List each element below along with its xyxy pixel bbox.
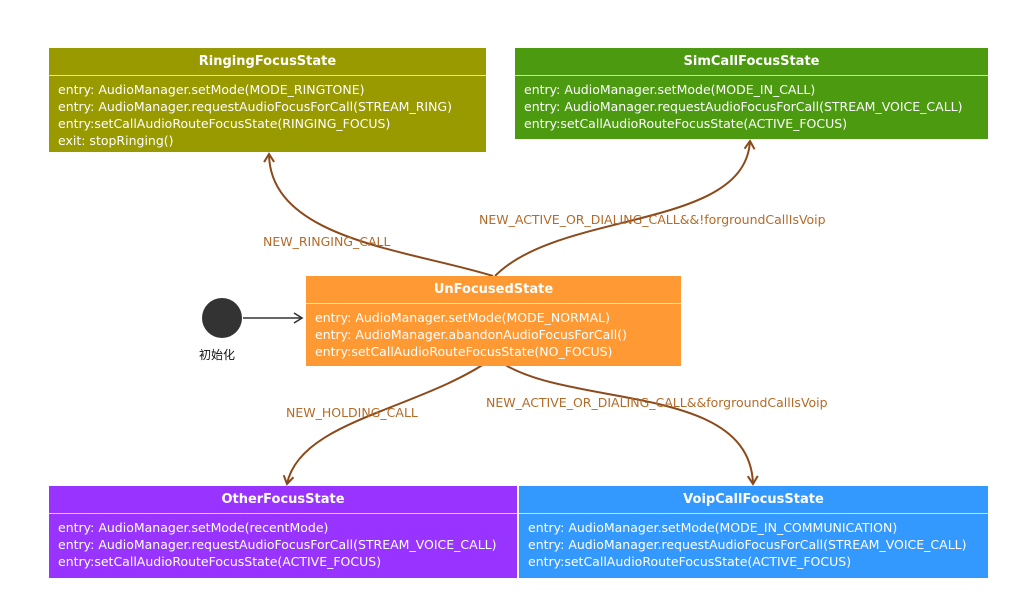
transition-label-simcall: NEW_ACTIVE_OR_DIALING_CALL&&!forgroundCa… — [479, 212, 826, 227]
initial-state-node — [202, 298, 242, 338]
transition-label-ringing: NEW_RINGING_CALL — [263, 234, 391, 249]
action-line: entry:setCallAudioRouteFocusState(RINGIN… — [58, 116, 391, 131]
state-other-focus: OtherFocusState entry: AudioManager.setM… — [49, 486, 517, 578]
action-line: entry: AudioManager.requestAudioFocusFor… — [58, 537, 497, 552]
action-line: entry: AudioManager.setMode(recentMode) — [58, 520, 329, 535]
state-title: OtherFocusState — [49, 486, 517, 514]
state-title: SimCallFocusState — [515, 48, 988, 76]
initial-state-label: 初始化 — [199, 348, 236, 362]
state-simcall-focus: SimCallFocusState entry: AudioManager.se… — [515, 48, 988, 139]
arrow-to-voip — [494, 357, 759, 486]
state-actions: entry: AudioManager.setMode(MODE_RINGTON… — [49, 76, 486, 149]
state-title: UnFocusedState — [306, 276, 681, 304]
action-line: entry:setCallAudioRouteFocusState(ACTIVE… — [58, 554, 382, 569]
action-line: entry:setCallAudioRouteFocusState(ACTIVE… — [524, 116, 848, 131]
action-line: entry: AudioManager.abandonAudioFocusFor… — [315, 327, 627, 342]
state-ringing-focus: RingingFocusState entry: AudioManager.se… — [49, 48, 486, 152]
state-actions: entry: AudioManager.setMode(MODE_NORMAL)… — [306, 304, 681, 360]
action-line: entry: AudioManager.requestAudioFocusFor… — [528, 537, 967, 552]
action-line: exit: stopRinging() — [58, 133, 174, 148]
state-unfocused: UnFocusedState entry: AudioManager.setMo… — [306, 276, 681, 366]
action-line: entry: AudioManager.setMode(MODE_RINGTON… — [58, 82, 365, 97]
state-voip-focus: VoipCallFocusState entry: AudioManager.s… — [519, 486, 988, 578]
action-line: entry:setCallAudioRouteFocusState(NO_FOC… — [315, 344, 613, 359]
arrow-to-simcall — [494, 139, 756, 277]
transition-label-holding: NEW_HOLDING_CALL — [286, 405, 418, 420]
state-actions: entry: AudioManager.setMode(recentMode) … — [49, 514, 517, 570]
arrow-to-other — [282, 357, 494, 486]
state-title: RingingFocusState — [49, 48, 486, 76]
action-line: entry: AudioManager.requestAudioFocusFor… — [58, 99, 452, 114]
action-line: entry: AudioManager.requestAudioFocusFor… — [524, 99, 963, 114]
action-line: entry:setCallAudioRouteFocusState(ACTIVE… — [528, 554, 852, 569]
state-actions: entry: AudioManager.setMode(MODE_IN_CALL… — [515, 76, 988, 132]
state-actions: entry: AudioManager.setMode(MODE_IN_COMM… — [519, 514, 988, 570]
action-line: entry: AudioManager.setMode(MODE_IN_COMM… — [528, 520, 898, 535]
action-line: entry: AudioManager.setMode(MODE_NORMAL) — [315, 310, 610, 325]
state-title: VoipCallFocusState — [519, 486, 988, 514]
arrow-to-ringing — [263, 152, 494, 277]
transition-label-voip: NEW_ACTIVE_OR_DIALING_CALL&&forgroundCal… — [486, 395, 828, 410]
action-line: entry: AudioManager.setMode(MODE_IN_CALL… — [524, 82, 816, 97]
